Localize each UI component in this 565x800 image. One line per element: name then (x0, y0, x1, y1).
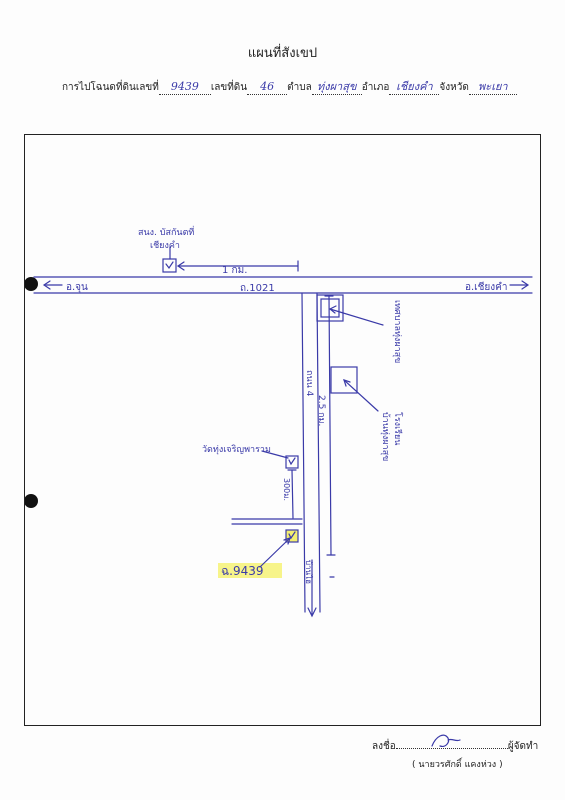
district-label: อำเภอ (361, 82, 390, 93)
municipality-marker (316, 294, 344, 322)
binder-hole-bottom (24, 494, 38, 508)
temple-label: วัดทุ่งเจริญพาราม (202, 444, 271, 455)
direction-label: บ้านไฮ (304, 560, 313, 584)
land-no-value: 46 (247, 81, 288, 95)
province-value: พะเยา (468, 81, 517, 95)
school-label-1: โรงเรียน (392, 412, 403, 445)
lower-right-label: เทศบาลทุ่งผาสุข (392, 300, 402, 363)
left-dest-label: อ.จุน (66, 282, 88, 293)
right-dest-label: อ.เชียงคำ (465, 281, 507, 293)
office-marker (162, 258, 177, 273)
road-label: ถ.1021 (240, 283, 275, 294)
school-marker (330, 366, 358, 394)
document-title: แผนที่สังเขป (247, 46, 318, 61)
signature-scribble (431, 734, 461, 747)
office-label-2: เชียงคำ (150, 240, 180, 251)
distance-1km-label: 1 กม. (222, 265, 247, 276)
province-label: จังหวัด (439, 82, 469, 93)
parcel-label: ฉ.9439 (221, 564, 264, 578)
distance-2-5km-line (328, 295, 332, 556)
signature-field (395, 738, 508, 749)
subdistrict-value: ทุ่งผาสุข (311, 81, 362, 95)
school-label-2: บ้านทุ่งผาสุข (380, 412, 391, 461)
distance-2-5km-label: 2.5 กม. (316, 395, 326, 426)
map-frame (24, 134, 541, 726)
deed-no-label: การไปโฉนดที่ดินเลขที่ (62, 82, 159, 93)
parcel-highlight (218, 563, 282, 578)
office-label-1: สนง. บัสกันตที่ (138, 225, 194, 238)
land-no-label: เลขที่ดิน (210, 82, 248, 93)
distance-300m-line (291, 469, 294, 519)
signer-name: ( นายวรศักดิ์ แคงห่วง ) (412, 760, 503, 770)
temple-marker (285, 455, 299, 469)
signature-line: ลงชื่อ ผู้จัดทำ (372, 738, 538, 754)
lower-road-label: ถนน 4 (304, 370, 314, 397)
sign-label: ลงชื่อ (372, 741, 396, 752)
distance-300m-label: 300ม. (282, 478, 291, 501)
district-value: เชียงคำ (389, 81, 440, 95)
side-road-left-edge (301, 292, 306, 613)
subdistrict-label: ตำบล (287, 82, 312, 93)
deed-no-value: 9439 (158, 81, 211, 95)
role-label: ผู้จัดทำ (507, 741, 539, 752)
binder-hole-top (24, 277, 38, 291)
side-road-right-edge (316, 292, 321, 613)
